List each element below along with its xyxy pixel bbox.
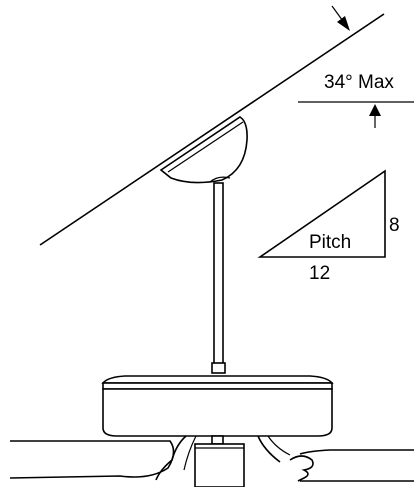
pitch-triangle	[257, 169, 386, 258]
fan-downrod	[211, 182, 226, 374]
left-blade	[9, 440, 175, 479]
fan-canopy	[159, 116, 248, 184]
motor-housing-rim	[102, 382, 333, 390]
rise-label: 8	[389, 215, 400, 236]
angle-top-arrow	[331, 5, 350, 31]
sloped-ceiling-line	[39, 13, 385, 246]
max-angle-label: 34° Max	[324, 72, 394, 93]
motor-housing-cap	[101, 375, 334, 384]
angle-bottom-arrow	[369, 104, 381, 128]
switch-housing	[194, 435, 245, 487]
right-blade	[289, 449, 414, 482]
run-label: 12	[309, 263, 330, 284]
pitch-label: Pitch	[309, 232, 351, 253]
motor-housing	[102, 388, 333, 437]
